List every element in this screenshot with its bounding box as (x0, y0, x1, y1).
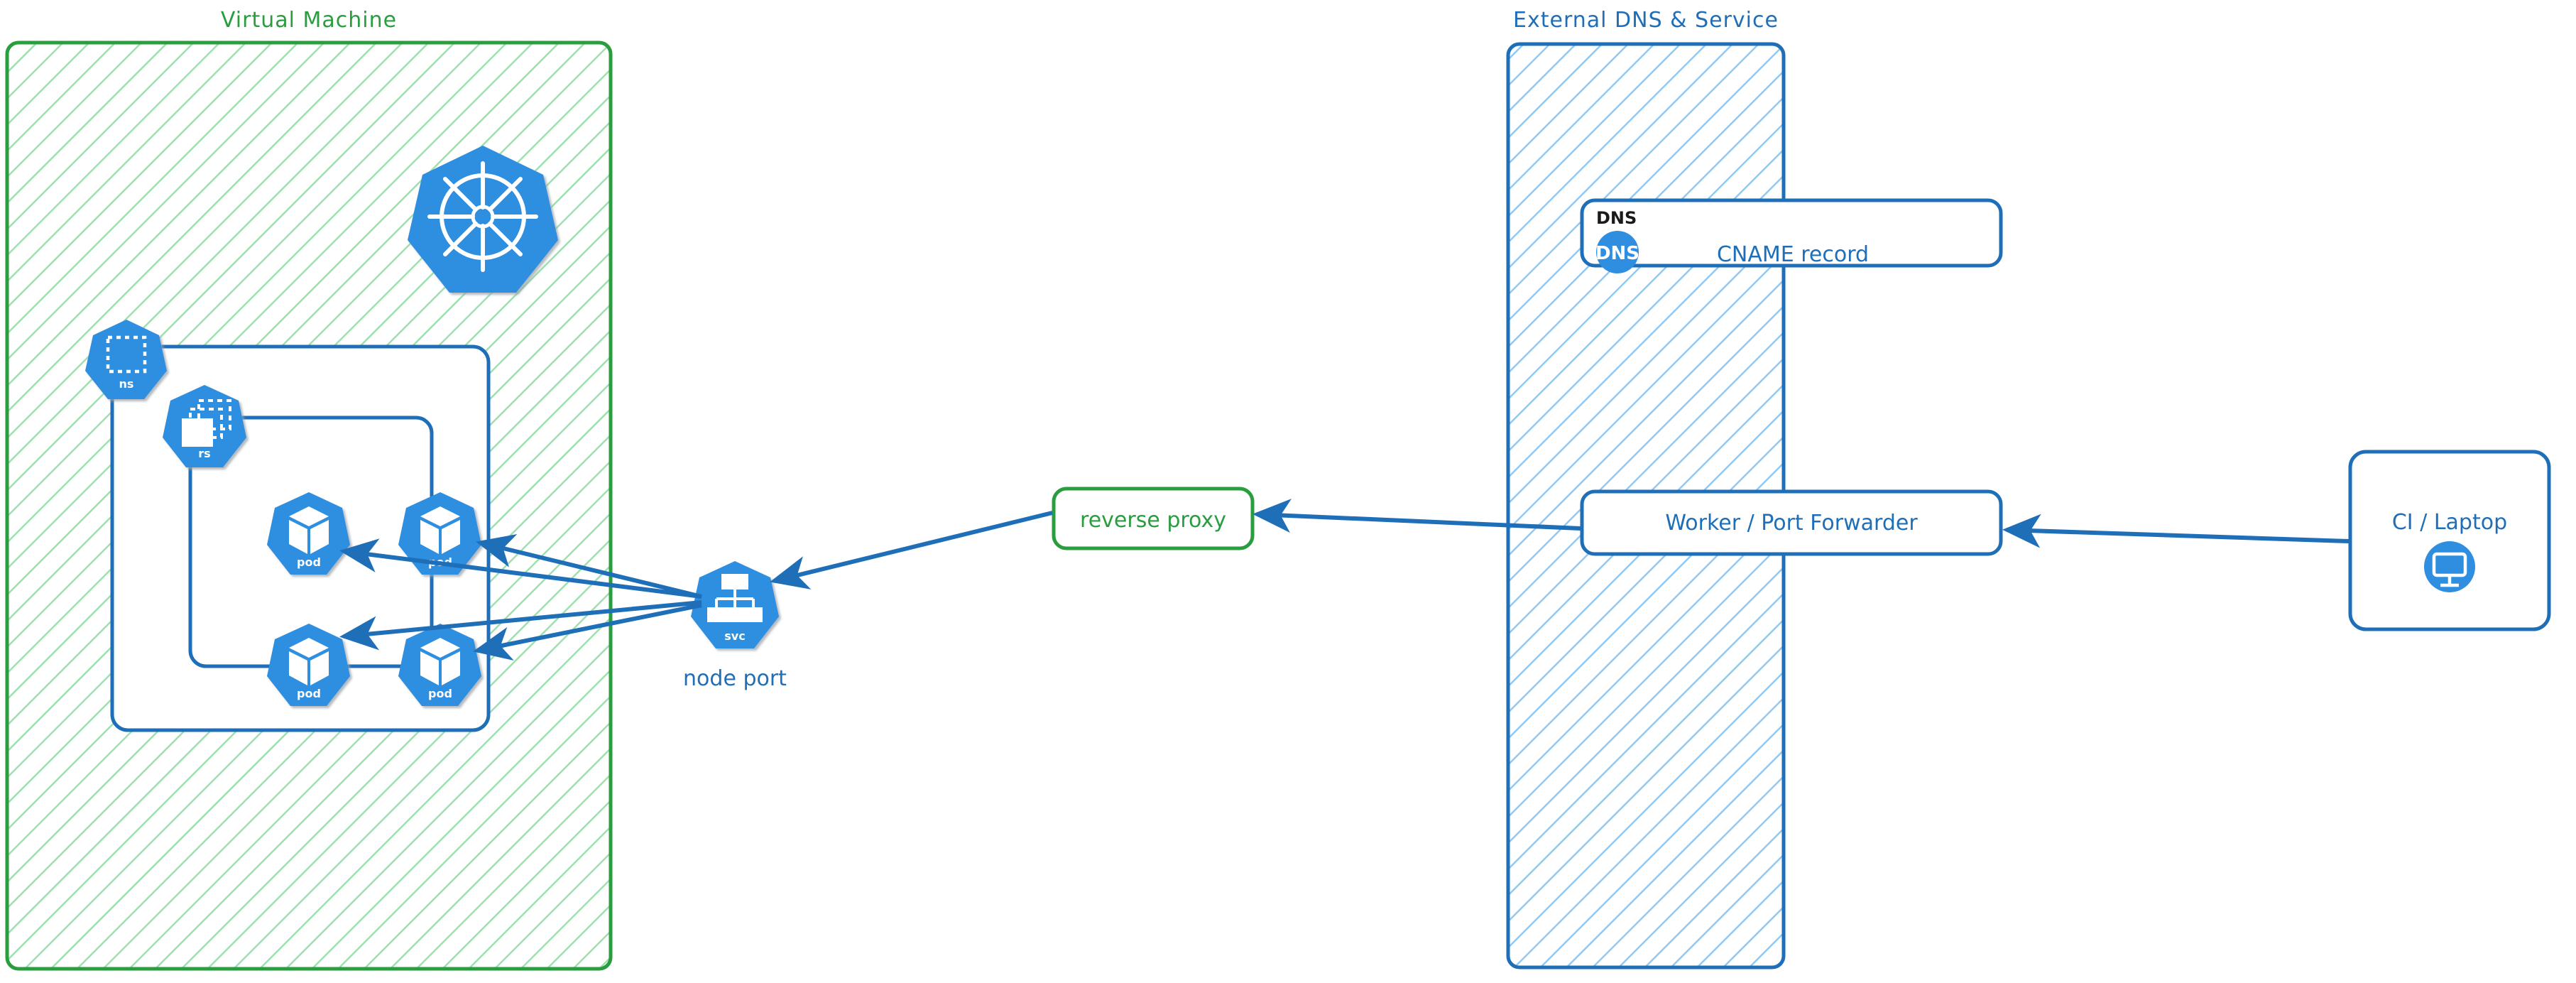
pod-3-label: pod (297, 687, 321, 700)
kubernetes-logo (408, 146, 558, 293)
namespace-icon (106, 335, 147, 374)
node-port-service: svc node port (683, 561, 787, 691)
reverse-proxy-box[interactable]: reverse proxy (1052, 487, 1255, 550)
replicaset-icon (182, 399, 231, 447)
cname-record-rect[interactable] (1580, 198, 2003, 268)
pod-1-label: pod (297, 555, 321, 569)
node-port-label: node port (683, 666, 787, 691)
worker-port-forwarder-rect[interactable] (1580, 489, 2003, 556)
dns-tag-label: DNS (1596, 208, 1637, 228)
service-topology-icon (707, 574, 763, 622)
cname-record-label: CNAME record (1717, 242, 1869, 267)
pod-2-cube-icon (420, 506, 460, 554)
arrow-svc-to-pod-4 (473, 603, 702, 661)
reverse-proxy-rect[interactable] (1052, 487, 1255, 550)
pod-3-cube-icon (289, 638, 329, 685)
pod-1-heptagon (267, 492, 350, 575)
service-pod-arrows (339, 534, 702, 661)
panel-title-virtual-machine: Virtual Machine (221, 8, 397, 33)
pod-4-heptagon (398, 624, 481, 706)
arrow-svc-to-pod-1 (339, 538, 702, 599)
pod-2-heptagon (398, 492, 481, 575)
panel-external-dns-service: External DNS & Service (1506, 8, 1786, 970)
arrow-worker-to-reverse-proxy (1252, 499, 1581, 533)
reverse-proxy-label: reverse proxy (1080, 508, 1226, 533)
worker-port-forwarder-box[interactable]: Worker / Port Forwarder (1580, 489, 2003, 556)
namespace-badge-label: ns (119, 377, 134, 391)
arrow-ci-laptop-to-worker (2002, 514, 2349, 548)
namespace-badge-heptagon (85, 320, 167, 399)
dns-icon (1596, 231, 1639, 273)
pod-3-heptagon (267, 624, 350, 706)
ci-laptop-label: CI / Laptop (2392, 510, 2507, 535)
pod-1: pod (267, 492, 350, 575)
panel-title-external-dns-service: External DNS & Service (1513, 8, 1779, 33)
pod-4-cube-icon (420, 638, 460, 685)
dns-icon-label: DNS (1595, 243, 1639, 264)
cname-record-box[interactable]: DNS DNS CNAME record (1580, 198, 2003, 273)
pod-1-cube-icon (289, 506, 329, 554)
replicaset-badge: rs (163, 385, 246, 467)
kubernetes-helm-icon (427, 161, 538, 272)
arrow-reverse-proxy-to-service (770, 511, 1053, 590)
pod-4-label: pod (428, 687, 452, 700)
ci-laptop-box[interactable]: CI / Laptop (2348, 450, 2551, 631)
pod-2: pod (398, 492, 481, 575)
pod-3: pod (267, 624, 350, 706)
worker-port-forwarder-label: Worker / Port Forwarder (1665, 511, 1918, 536)
ci-laptop-rect[interactable] (2348, 450, 2551, 631)
arrow-svc-to-pod-2 (476, 534, 702, 599)
namespace-badge: ns (85, 320, 167, 399)
pod-4: pod (398, 624, 481, 706)
monitor-icon (2424, 541, 2475, 592)
service-badge-label: svc (724, 629, 745, 643)
arrow-svc-to-pod-3 (339, 600, 702, 651)
replicaset-badge-label: rs (198, 447, 210, 460)
